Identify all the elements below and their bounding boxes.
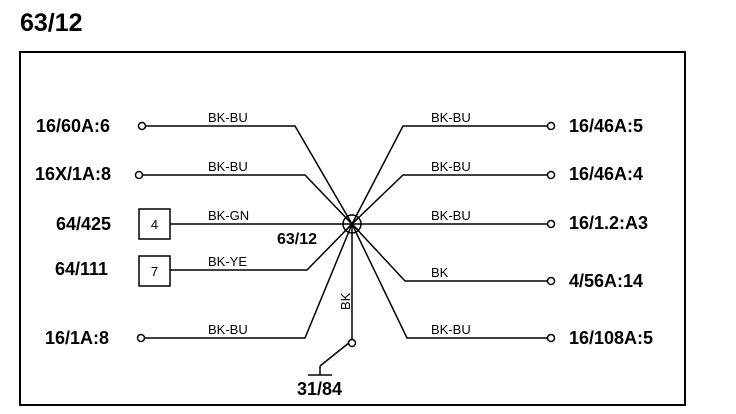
terminal-dot — [546, 276, 556, 286]
terminal-dot — [546, 170, 556, 180]
wires — [142, 125, 548, 376]
wire-color-label: BK-YE — [208, 254, 247, 269]
ground-switch — [319, 341, 351, 367]
wire-left-4 — [170, 223, 353, 271]
wire-color-label: BK — [338, 292, 353, 310]
page-title: 63/12 — [20, 9, 83, 37]
wire-right-4 — [351, 223, 548, 282]
splice-icon — [342, 214, 362, 234]
terminals — [134, 121, 556, 348]
terminal-dot — [546, 121, 556, 131]
terminal-label: 64/111 — [55, 259, 108, 279]
wire-right-5 — [351, 223, 548, 339]
ground-label: 31/84 — [297, 379, 342, 399]
wire-color-label: BK-BU — [208, 110, 248, 125]
terminal-label: 16/46A:5 — [569, 116, 643, 136]
terminal-label: 16/108A:5 — [569, 328, 653, 348]
terminal-dot — [137, 121, 147, 131]
wire-right-2 — [351, 174, 548, 225]
wire-color-label: BK-BU — [208, 322, 248, 337]
terminal-label: 16/1A:8 — [45, 328, 109, 348]
connector-pin: 4 — [151, 217, 158, 232]
terminal-dot — [136, 333, 146, 343]
wire-right-1 — [351, 125, 548, 225]
wire-left-2 — [142, 174, 353, 225]
terminal-dot — [347, 338, 357, 348]
terminal-dot — [546, 333, 556, 343]
connector-box — [138, 255, 171, 287]
diagram-frame — [19, 51, 686, 406]
wire-color-label: BK-BU — [208, 159, 248, 174]
wire-left-5 — [144, 223, 353, 339]
terminal-label: 64/425 — [56, 214, 111, 234]
terminal-label: 16/60A:6 — [36, 116, 110, 136]
terminal-dot — [546, 219, 556, 229]
wire-color-label: BK-BU — [431, 208, 471, 223]
wire-color-label: BK-BU — [431, 322, 471, 337]
connector-pin: 7 — [151, 264, 158, 279]
splice-label: 63/12 — [277, 231, 317, 248]
terminal-label: 16/1.2:A3 — [569, 213, 648, 233]
wire-color-label: BK-GN — [208, 208, 249, 223]
wire-color-label: BK-BU — [431, 110, 471, 125]
wire-color-label: BK — [431, 265, 449, 280]
wire-left-1 — [145, 125, 353, 225]
connector-box — [138, 208, 171, 240]
terminal-label: 4/56A:14 — [569, 271, 643, 291]
terminal-label: 16/46A:4 — [569, 164, 643, 184]
terminal-dot — [134, 170, 144, 180]
terminal-label: 16X/1A:8 — [35, 164, 111, 184]
wire-color-label: BK-BU — [431, 159, 471, 174]
